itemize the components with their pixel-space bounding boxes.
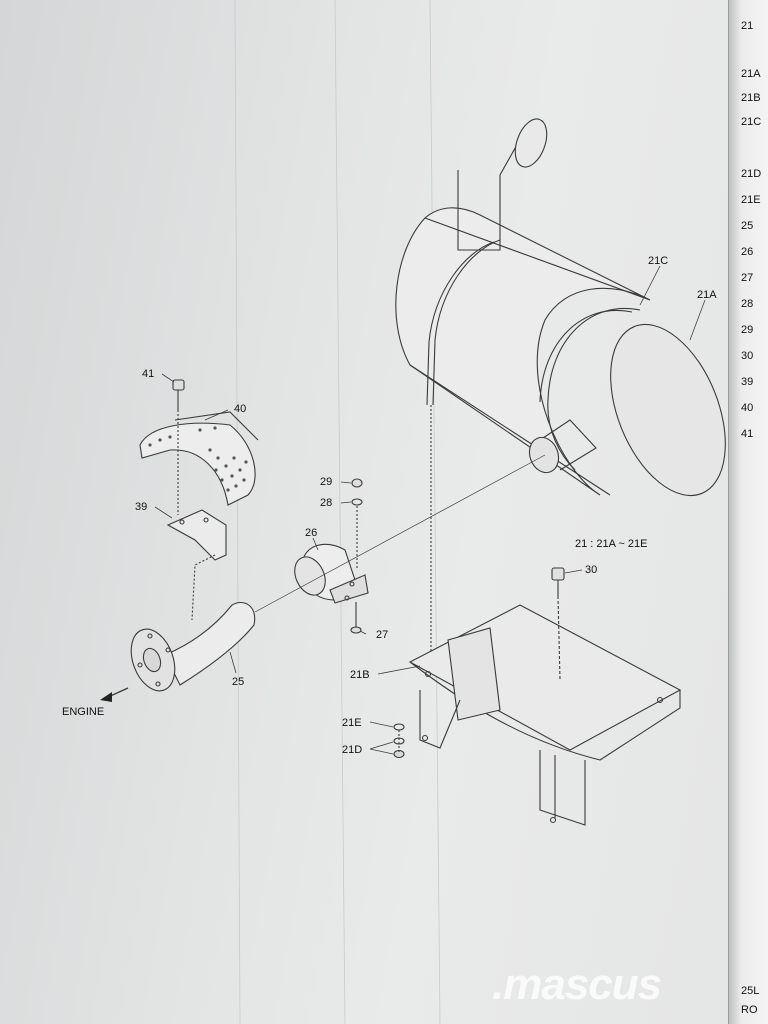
callout-21C: 21C bbox=[648, 255, 668, 267]
heat-shield-40 bbox=[139, 411, 259, 506]
index-entry: 25L bbox=[741, 985, 760, 997]
callout-30: 30 bbox=[585, 564, 597, 576]
index-entry: RO bbox=[741, 1004, 758, 1016]
index-entry: 25 bbox=[741, 220, 754, 232]
assembly-note: 21 : 21A ~ 21E bbox=[575, 538, 647, 550]
index-entry: 27 bbox=[741, 272, 754, 284]
callout-41: 41 bbox=[142, 368, 154, 380]
index-entry: 39 bbox=[741, 376, 754, 388]
bracket-39 bbox=[166, 509, 227, 621]
callout-21B: 21B bbox=[350, 669, 370, 681]
nuts-washers-21D-21E bbox=[393, 723, 405, 759]
muffler-21A bbox=[395, 118, 726, 497]
index-entry: 21C bbox=[741, 116, 762, 128]
callout-29: 29 bbox=[320, 476, 332, 488]
index-entry: 40 bbox=[741, 402, 754, 414]
index-entry: 21E bbox=[741, 194, 761, 206]
bracket-21B bbox=[408, 604, 682, 826]
callout-27: 27 bbox=[376, 629, 388, 641]
bolt-41 bbox=[172, 379, 185, 515]
column-guides bbox=[234, 0, 441, 1024]
clamp-26 bbox=[294, 543, 369, 604]
flex-pipe-25 bbox=[130, 601, 256, 692]
index-entry: 21B bbox=[741, 92, 761, 104]
arrow-icon bbox=[100, 692, 112, 702]
callout-21E: 21E bbox=[342, 717, 362, 729]
callout-25: 25 bbox=[232, 676, 244, 688]
engine-label: ENGINE bbox=[62, 706, 104, 718]
callout-21A: 21A bbox=[697, 289, 717, 301]
facing-page bbox=[728, 0, 768, 1024]
callout-21D: 21D bbox=[342, 744, 362, 756]
index-entry: 21 bbox=[741, 20, 754, 32]
callout-40: 40 bbox=[234, 403, 246, 415]
callout-leaders bbox=[154, 265, 706, 755]
axis-leader bbox=[254, 454, 546, 613]
bolt-27 bbox=[350, 602, 362, 634]
bolt-30 bbox=[551, 567, 565, 681]
callout-28: 28 bbox=[320, 497, 332, 509]
index-entry: 21A bbox=[741, 68, 761, 80]
strap-21C bbox=[426, 239, 641, 471]
callout-26: 26 bbox=[305, 527, 317, 539]
index-entry: 28 bbox=[741, 298, 754, 310]
callout-39: 39 bbox=[135, 501, 147, 513]
watermark-logo: .mascus bbox=[492, 960, 662, 1009]
index-entry: 29 bbox=[741, 324, 754, 336]
index-entry: 21D bbox=[741, 168, 762, 180]
index-entry: 30 bbox=[741, 350, 754, 362]
index-entry: 41 bbox=[741, 428, 754, 440]
index-entry: 26 bbox=[741, 246, 754, 258]
washer-nut-28-29 bbox=[351, 478, 363, 570]
